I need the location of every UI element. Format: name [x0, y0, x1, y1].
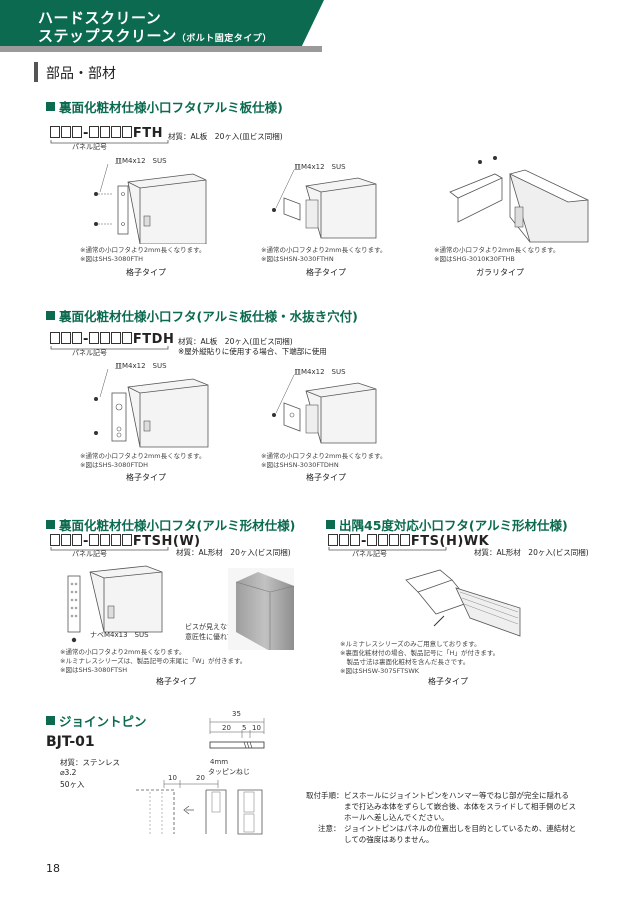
ftswk-type: 格子タイプ — [428, 677, 468, 686]
joint-proc1: ビスホールにジョイントピンをハンマー等でねじ部が完全に隠れる — [344, 791, 569, 800]
header-title-note: （ボルト固定タイプ） — [176, 34, 272, 44]
ftdh-item2-screw: 皿M4x12 SUS — [294, 368, 346, 376]
ftsh-note1: ※通常の小口フタより2mm長くなります。 — [60, 648, 186, 656]
fth-item2-note2: ※図はSHSN-3030FTHN — [261, 255, 334, 263]
joint-caution2: しての強度はありません。 — [344, 835, 434, 844]
joint-heading: ジョイントピン — [46, 711, 147, 730]
ftdh-heading: 裏面化粧材仕様小口フタ(アルミ板仕様・水抜き穴付) — [46, 306, 358, 325]
joint-model: BJT-01 — [46, 734, 95, 750]
ftsh-note2: ※ルミナレスシリーズは、製品記号の末尾に「W」が付きます。 — [60, 657, 247, 665]
square-bullet-icon — [46, 520, 55, 529]
ftsh-type: 格子タイプ — [156, 677, 196, 686]
ftdh-material-note: ※屋外縦貼りに使用する場合、下端部に使用 — [178, 347, 327, 356]
fth-item2-drawing — [272, 170, 377, 239]
square-bullet-icon — [46, 102, 55, 111]
fth-item1-note1: ※通常の小口フタより2mm長くなります。 — [80, 246, 206, 254]
ftdh-material: 材質：AL板 20ヶ入(皿ビス同梱) — [178, 337, 293, 346]
ftdh-item2-note1: ※通常の小口フタより2mm長くなります。 — [261, 452, 387, 460]
section-bar — [34, 62, 38, 82]
fth-item1-note2: ※図はSHS-3080FTH — [80, 255, 143, 263]
joint-dim-a: 20 — [222, 724, 231, 732]
ftswk-note3: 製品寸法は裏面化粧材を含んだ長さです。 — [340, 658, 470, 666]
joint-proc-label: 取付手順： — [306, 791, 344, 800]
header-title-line1: ハードスクリーン — [38, 9, 162, 27]
ftdh-item2-drawing — [272, 375, 377, 444]
ftdh-panel-label: パネル記号 — [72, 349, 107, 357]
joint-caution-label: 注意： — [318, 824, 341, 833]
joint-proc2: まで打込み本体をずらして嵌合後、本体をスライドして相手側のビス — [344, 802, 577, 811]
joint-dim-total: 35 — [232, 710, 241, 718]
ftdh-item1-note2: ※図はSHS-3080FTDH — [80, 461, 148, 469]
ftdh-code: -FTDH — [50, 332, 174, 347]
joint-diameter: ⌀3.2 — [60, 768, 77, 777]
ftswk-material: 材質：AL形材 20ヶ入(ビス同梱) — [474, 548, 589, 557]
fth-item3-type: ガラリタイプ — [476, 268, 524, 277]
ftsh-callout2: 意匠性に優れています。 — [185, 633, 262, 641]
fth-item1-type: 格子タイプ — [126, 268, 166, 277]
fth-heading: 裏面化粧材仕様小口フタ(アルミ板仕様) — [46, 97, 283, 116]
joint-dim-c: 10 — [252, 724, 261, 732]
fth-item3-note2: ※図はSHG-3010K30FTHB — [434, 255, 515, 263]
ftsh-code: -FTSH(W) — [50, 534, 201, 549]
header-underline — [0, 46, 322, 52]
ftswk-panel-label: パネル記号 — [352, 550, 387, 558]
square-bullet-icon — [46, 716, 55, 725]
square-bullet-icon — [326, 520, 335, 529]
ftdh-panel-bracket — [50, 346, 169, 350]
ftsh-panel-bracket — [50, 547, 169, 551]
fth-item3-drawing — [449, 156, 589, 243]
header-banner-tail — [300, 0, 324, 50]
fth-item3-note1: ※通常の小口フタより2mm長くなります。 — [434, 246, 560, 254]
square-bullet-icon — [46, 311, 55, 320]
ftdh-item1-type: 格子タイプ — [126, 473, 166, 482]
ftsh-drawing — [67, 565, 163, 643]
ftsh-panel-label: パネル記号 — [72, 550, 107, 558]
fth-item1-screw: 皿M4x12 SUS — [115, 157, 167, 165]
joint-pin-drawing — [209, 718, 265, 749]
ftdh-item1-screw: 皿M4x12 SUS — [115, 362, 167, 370]
joint-install-drawing — [136, 780, 263, 835]
ftswk-code: -FTS(H)WK — [328, 534, 489, 549]
fth-material: 材質：AL板 20ヶ入(皿ビス同梱) — [168, 132, 283, 141]
joint-material: 材質：ステンレス — [60, 758, 120, 767]
ftdh-item2-note2: ※図はSHSN-3030FTDHN — [261, 461, 339, 469]
ftsh-callout1: ビスが見えないため、 — [185, 623, 255, 631]
fth-item2-screw: 皿M4x12 SUS — [294, 163, 346, 171]
joint-dim-b: 5 — [242, 724, 247, 732]
ftdh-item1-note1: ※通常の小口フタより2mm長くなります。 — [80, 452, 206, 460]
header-title-line2: ステップスクリーン（ボルト固定タイプ） — [38, 27, 272, 45]
ftsh-photo — [228, 568, 294, 650]
header-banner — [0, 0, 300, 50]
joint-dim-e: 10 — [168, 774, 177, 782]
page-number: 18 — [46, 862, 60, 875]
ftswk-heading: 出隅45度対応小口フタ(アルミ形材仕様) — [326, 515, 568, 534]
ftsh-heading: 裏面化粧材仕様小口フタ(アルミ形材仕様) — [46, 515, 295, 534]
joint-caution1: ジョイントピンはパネルの位置出しを目的としているため、連結材と — [344, 824, 577, 833]
section-title: 部品・部材 — [46, 66, 116, 82]
fth-code: -FTH — [50, 126, 163, 141]
fth-panel-bracket — [50, 140, 169, 144]
joint-tapping: タッピンねじ — [208, 768, 250, 776]
joint-dim-f: 20 — [196, 774, 205, 782]
fth-item2-note1: ※通常の小口フタより2mm長くなります。 — [261, 246, 387, 254]
fth-panel-label: パネル記号 — [72, 143, 107, 151]
ftswk-drawing — [405, 569, 521, 637]
ftsh-material: 材質：AL形材 20ヶ入(ビス同梱) — [176, 548, 291, 557]
ftdh-item1-drawing — [94, 369, 209, 448]
ftswk-note1: ※ルミナレスシリーズのみご用意しております。 — [340, 640, 481, 648]
ftsh-note3: ※図はSHS-3080FTSH — [60, 666, 128, 674]
ftswk-panel-bracket — [328, 547, 447, 551]
joint-dim-d: 4mm — [210, 758, 229, 766]
ftdh-item2-type: 格子タイプ — [306, 473, 346, 482]
ftswk-note4: ※図はSHSW-3075FTSWK — [340, 667, 420, 675]
ftswk-note2: ※裏面化粧材付の場合、製品記号に「H」が付きます。 — [340, 649, 500, 657]
joint-proc3: ホールへ差し込んでください。 — [344, 813, 449, 822]
fth-item2-type: 格子タイプ — [306, 268, 346, 277]
joint-qty: 50ヶ入 — [60, 780, 85, 789]
ftsh-screw: ナベM4x13 SUS — [90, 631, 149, 639]
fth-item1-drawing — [94, 164, 207, 244]
